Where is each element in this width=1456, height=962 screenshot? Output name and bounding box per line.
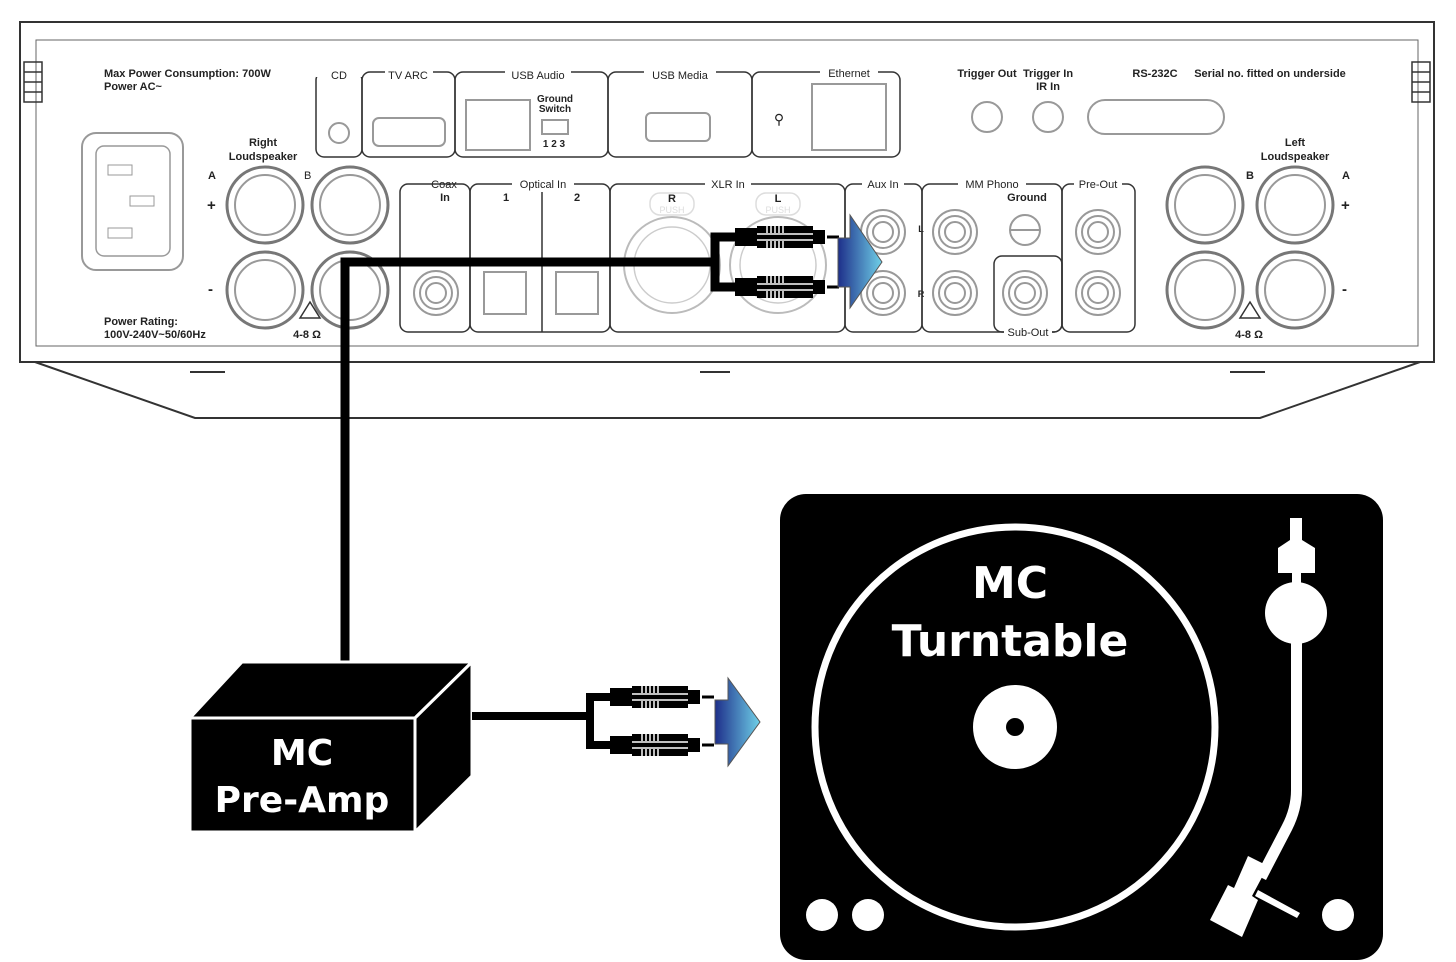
usb-media-label: USB Media <box>652 70 709 82</box>
chassis-foot <box>34 361 1421 419</box>
turntable-to-preamp-cable <box>472 676 761 768</box>
power-rating-label: Power Rating: <box>104 316 178 328</box>
trigger-in-label: Trigger In <box>1023 68 1073 80</box>
xlr-r-label: R <box>668 193 676 205</box>
left-speaker-label: Left <box>1285 137 1306 149</box>
platter <box>811 523 1219 931</box>
impedance-label: 4-8 Ω <box>293 329 321 341</box>
mm-phono-label: MM Phono <box>965 179 1018 191</box>
aux-in-label: Aux In <box>867 179 898 191</box>
ground-switch-label: Ground <box>537 94 573 105</box>
optical-port-1 <box>483 271 527 315</box>
tv-arc-label: TV ARC <box>388 70 428 82</box>
preamp-label-2: Pre-Amp <box>215 780 390 821</box>
tonearm <box>1210 518 1327 937</box>
spindle <box>1006 718 1024 736</box>
power-inlet <box>81 132 184 271</box>
pre-out-label: Pre-Out <box>1079 179 1118 191</box>
cd-jack <box>328 122 350 144</box>
warning-icon <box>298 300 322 319</box>
xlr-l-connector <box>729 216 827 314</box>
ground-label: Ground <box>1007 192 1047 204</box>
rca-plug-right <box>608 732 716 758</box>
ground-switch <box>541 119 569 135</box>
trigger-out-label: Trigger Out <box>957 68 1017 80</box>
usb-audio-label: USB Audio <box>511 70 564 82</box>
trigger-in-jack <box>1032 101 1064 133</box>
ground-switch-positions: 1 2 3 <box>543 139 566 150</box>
foot-dot <box>852 899 884 931</box>
vent-right <box>1411 61 1431 103</box>
rs232-port <box>1087 99 1225 135</box>
plus-label: + <box>1341 197 1350 214</box>
optical-2-label: 2 <box>574 192 580 204</box>
arrow-icon <box>837 213 883 310</box>
terminal-b-label: B <box>304 170 311 182</box>
usb-b-port <box>465 99 531 151</box>
right-speaker-label-2: Loudspeaker <box>229 151 298 163</box>
preamp-label: MC <box>271 733 333 774</box>
max-power-label: Max Power Consumption: 700W <box>104 68 271 80</box>
left-speaker-label-2: Loudspeaker <box>1261 151 1330 163</box>
ethernet-port <box>811 83 887 151</box>
terminal-a-label: A <box>208 170 216 182</box>
arrow-icon <box>714 676 761 768</box>
push-label: PUSH <box>765 205 790 215</box>
ethernet-label: Ethernet <box>828 68 870 80</box>
trigger-out-jack <box>971 101 1003 133</box>
cd-label: CD <box>331 70 347 82</box>
preamp-to-amp-cable <box>340 213 883 662</box>
foot-dot <box>806 899 838 931</box>
right-speaker-label: Right <box>249 137 277 149</box>
coax-label: Coax <box>431 179 457 191</box>
turntable-label-2: Turntable <box>892 616 1129 667</box>
plus-label: + <box>207 197 216 214</box>
minus-label: - <box>208 281 213 298</box>
foot-dot <box>1322 899 1354 931</box>
optical-port-2 <box>555 271 599 315</box>
mc-turntable: MC Turntable <box>780 494 1383 960</box>
network-icon: ⚲ <box>774 111 784 127</box>
xlr-in-label: XLR In <box>711 179 745 191</box>
serial-note: Serial no. fitted on underside <box>1194 68 1346 80</box>
hdmi-port <box>372 117 446 147</box>
mc-preamp: MC Pre-Amp <box>186 658 476 836</box>
power-rating-value: 100V-240V~50/60Hz <box>104 329 206 341</box>
impedance-label: 4-8 Ω <box>1235 329 1263 341</box>
turntable-label: MC <box>972 558 1048 609</box>
xlr-l-label: L <box>775 193 782 205</box>
coax-label-2: In <box>440 192 450 204</box>
amplifier-rear-panel: Max Power Consumption: 700W Power AC~ Po… <box>19 21 1435 419</box>
usb-a-port <box>645 112 711 142</box>
minus-label: - <box>1342 281 1347 298</box>
optical-in-label: Optical In <box>520 179 566 191</box>
ir-in-label: IR In <box>1036 81 1060 93</box>
power-ac-label: Power AC~ <box>104 81 163 93</box>
push-label: PUSH <box>659 205 684 215</box>
vent-left <box>23 61 43 103</box>
optical-1-label: 1 <box>503 192 509 204</box>
terminal-a-label: A <box>1342 170 1350 182</box>
sub-out-label: Sub-Out <box>1008 327 1049 339</box>
rca-plug-left <box>608 684 716 710</box>
terminal-b-label: B <box>1246 170 1254 182</box>
rs232-label: RS-232C <box>1132 68 1177 80</box>
ground-switch-label-2: Switch <box>539 104 571 115</box>
warning-icon <box>1238 300 1262 319</box>
chassis-outline <box>19 21 1435 363</box>
